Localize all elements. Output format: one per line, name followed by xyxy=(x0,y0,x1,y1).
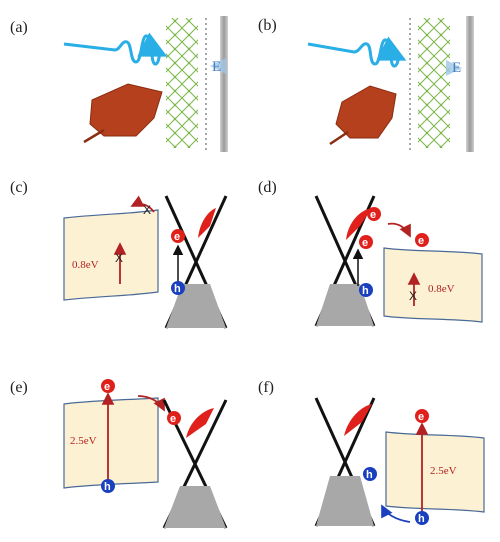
transfer-arrow xyxy=(387,222,411,238)
electron-icon xyxy=(359,235,373,249)
graphene-lattice xyxy=(418,18,450,148)
bandgap-slab xyxy=(383,247,483,323)
panel-d: (d) e e h e X 0.8eV xyxy=(258,179,483,327)
gap-label: 0.8eV xyxy=(428,283,455,295)
gap-label: 0.8eV xyxy=(72,259,99,271)
hole-icon xyxy=(415,511,429,525)
graphene-lattice xyxy=(166,18,198,148)
hole-icon xyxy=(171,281,185,295)
electron-letter: e xyxy=(170,413,176,425)
electron-icon xyxy=(167,411,181,425)
hot-electron-distribution xyxy=(186,408,214,438)
gap-label: 2.5eV xyxy=(70,435,97,447)
light-wave xyxy=(63,32,168,66)
bandgap-slab xyxy=(63,397,159,489)
panel-b-label: (b) xyxy=(258,17,277,34)
electron-icon xyxy=(171,229,185,243)
hole-letter: h xyxy=(362,285,369,297)
hole-letter: h xyxy=(104,481,111,493)
electron-letter: e xyxy=(418,411,424,423)
leaf-stem xyxy=(329,130,349,146)
panel-c-label: (c) xyxy=(10,179,28,196)
electrode-plate xyxy=(466,16,474,152)
electron-icon xyxy=(415,409,429,423)
transfer-arrow xyxy=(137,395,165,412)
hole-icon xyxy=(359,283,373,297)
valence-band-fill xyxy=(316,284,374,326)
hole-letter: h xyxy=(418,513,425,525)
field-label: E xyxy=(212,59,221,75)
electron-icon xyxy=(415,233,429,247)
electron-letter: e xyxy=(104,381,110,393)
hot-electron-distribution xyxy=(346,208,372,240)
field-arrow-icon xyxy=(210,58,226,74)
light-wave xyxy=(307,36,407,68)
blocked-mark: X xyxy=(115,251,123,265)
electron-letter: e xyxy=(174,231,180,243)
electron-letter: e xyxy=(370,209,376,221)
hot-electron-distribution xyxy=(344,404,372,436)
blocked-mark: X xyxy=(143,203,151,217)
hole-letter: h xyxy=(174,283,181,295)
gap-label: 2.5eV xyxy=(430,465,457,477)
electron-letter: e xyxy=(362,237,368,249)
hole-icon xyxy=(363,467,377,481)
panel-d-label: (d) xyxy=(258,179,277,196)
leaf-icon xyxy=(89,83,163,137)
transfer-arrow xyxy=(130,195,155,213)
panel-a-label: (a) xyxy=(10,19,28,36)
leaf-stem xyxy=(83,128,105,144)
valence-band-fill xyxy=(316,476,374,526)
field-arrow-icon xyxy=(446,60,462,76)
hole-letter: h xyxy=(366,469,373,481)
hot-electron-distribution xyxy=(198,208,216,238)
valence-band-fill xyxy=(164,486,226,528)
valence-band-fill xyxy=(166,284,226,328)
panel-b: (b) E xyxy=(258,16,474,152)
panel-e-label: (e) xyxy=(10,379,28,396)
electron-icon xyxy=(101,379,115,393)
panel-c: (c) 0.8eV X X e h xyxy=(10,179,228,329)
electron-letter: e xyxy=(418,235,424,247)
blocked-mark: X xyxy=(409,289,417,303)
field-label: E xyxy=(452,60,461,76)
hole-icon xyxy=(101,479,115,493)
panel-f-label: (f) xyxy=(258,379,274,396)
electron-icon xyxy=(367,207,381,221)
electrode-plate xyxy=(220,16,228,152)
panel-e: (e) 2.5eV e h e xyxy=(10,379,228,529)
panel-f: (f) h e h 2.5eV xyxy=(258,379,485,527)
bandgap-slab xyxy=(63,209,159,301)
leaf-icon xyxy=(335,85,397,139)
hole-transfer-arrow xyxy=(381,504,411,523)
panel-a: (a) E xyxy=(10,16,228,152)
